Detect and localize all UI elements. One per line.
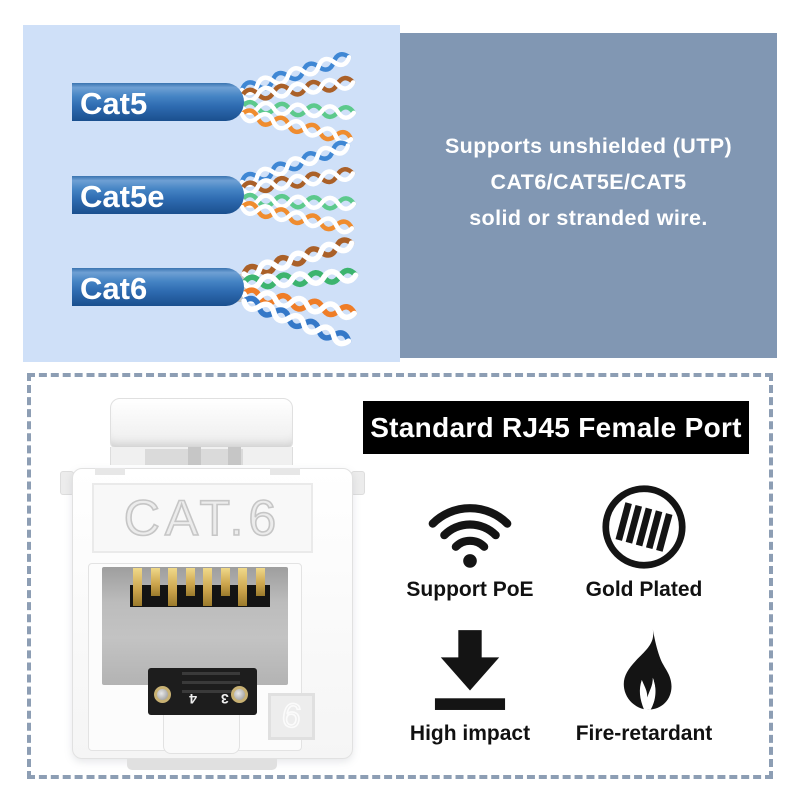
striped-circle-icon (556, 476, 732, 570)
gold-pin (168, 568, 177, 606)
jack-neck-tab-left (188, 447, 201, 465)
jack-body-notch-right (270, 468, 300, 475)
feature-fire-retardant: Fire-retardant (556, 620, 732, 746)
cat5e-cable-illustration: Cat5e (72, 140, 355, 235)
cable-label-cat5: Cat5 (80, 86, 147, 121)
keystone-jack-illustration: CAT.6 3 4 6 (60, 395, 370, 777)
flame-icon (556, 620, 732, 714)
screw-icon (231, 686, 248, 703)
cat6-cable-illustration: Cat6 (72, 237, 357, 347)
gold-pin (203, 568, 212, 606)
info-line-1: Supports unshielded (UTP) (444, 134, 733, 158)
cable-label-cat6: Cat6 (80, 271, 147, 306)
jack-ear-right (351, 471, 365, 495)
feature-support-poe: Support PoE (382, 476, 558, 602)
gold-pin (255, 568, 265, 596)
feature-gold-plated: Gold Plated (556, 476, 732, 602)
feature-label: Support PoE (406, 578, 534, 601)
rj45-contact-base (130, 585, 270, 607)
jack-base-strip (127, 759, 277, 770)
jack-neck-tab-right (228, 447, 241, 465)
jack-model-text: CAT.6 (123, 489, 282, 547)
info-line-2: CAT6/CAT5E/CAT5 (490, 170, 687, 194)
cable-label-cat5e: Cat5e (80, 179, 164, 214)
feature-label: High impact (409, 722, 531, 745)
cat5-cable-illustration: Cat5 (72, 51, 355, 145)
compatibility-text: Supports unshielded (UTP) CAT6/CAT5E/CAT… (400, 128, 777, 236)
info-line-3: solid or stranded wire. (469, 206, 708, 230)
banner-title: Standard RJ45 Female Port (363, 401, 749, 454)
jack-top-latch (110, 398, 293, 448)
gold-pin (220, 568, 230, 596)
gold-pin (238, 568, 247, 606)
connector-ridges (182, 672, 240, 698)
gold-pin (133, 568, 142, 606)
feature-label: Gold Plated (585, 578, 703, 601)
jack-model-panel: CAT.6 (92, 483, 313, 553)
gold-pin (185, 568, 195, 596)
feature-label: Fire-retardant (575, 722, 713, 745)
jack-bottom-tab (163, 715, 240, 754)
connector-pin-numbers: 3 4 (179, 691, 229, 707)
compatibility-panel: Supports unshielded (UTP) CAT6/CAT5E/CAT… (400, 33, 777, 358)
jack-body-notch-left (95, 468, 125, 475)
wifi-icon (382, 476, 558, 570)
impact-arrow-icon (382, 620, 558, 714)
feature-high-impact: High impact (382, 620, 558, 746)
port-number-badge: 6 (268, 693, 315, 740)
port-number-text: 6 (278, 695, 304, 737)
screw-icon (154, 686, 171, 703)
gold-pin (150, 568, 160, 596)
cable-comparison-panel: Cat5 Cat5e Cat6 (23, 25, 400, 362)
